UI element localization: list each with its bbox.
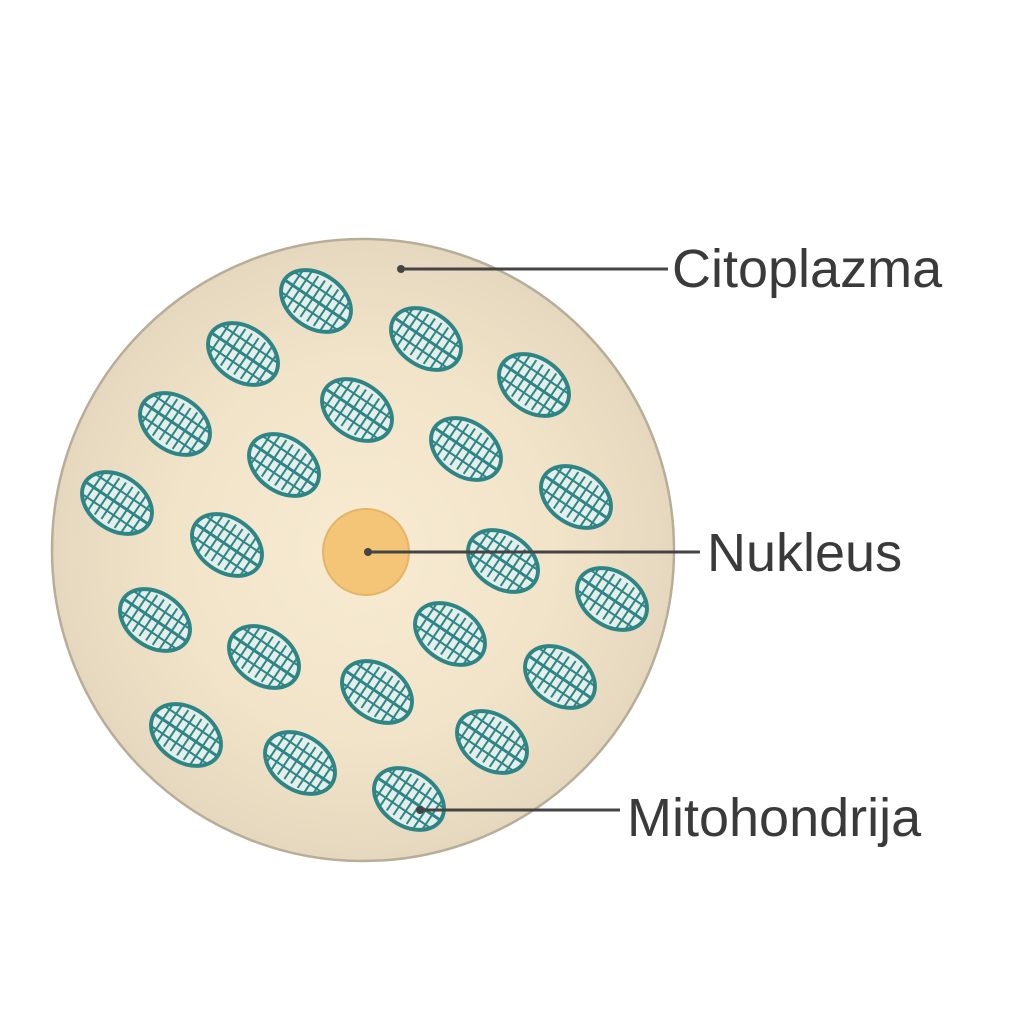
mitochondrion	[462, 526, 544, 596]
mitochondrion	[202, 319, 284, 389]
mitochondrion	[409, 599, 491, 669]
mitochondrion	[368, 764, 450, 834]
mitochondrion	[316, 375, 398, 445]
leader-lines	[364, 265, 700, 814]
mitochondrion	[425, 414, 507, 484]
mitochondrion	[259, 728, 341, 798]
mitochondrion	[519, 642, 601, 712]
mitochondrion	[451, 707, 533, 777]
mitochondrion	[186, 510, 268, 580]
mitochondrion	[493, 350, 575, 420]
mitochondrion-label: Mitohondrija	[627, 788, 922, 848]
nucleus-label: Nukleus	[707, 523, 902, 583]
mitochondrion	[76, 468, 158, 538]
cytoplasm-label: Citoplazma	[672, 239, 943, 299]
cytoplasm-leader-dot	[397, 265, 405, 273]
nucleus-leader-dot	[364, 548, 372, 556]
mitochondrion	[275, 266, 357, 336]
mitochondrion	[336, 657, 418, 727]
mitochondrion	[114, 585, 196, 655]
mitochondrion-leader-dot	[416, 806, 424, 814]
mitochondrion	[535, 462, 617, 532]
mitochondrion	[385, 304, 467, 374]
mitochondrion	[223, 622, 305, 692]
mitochondrion	[134, 389, 216, 459]
mitochondria-group	[76, 266, 653, 834]
mitochondrion	[145, 700, 227, 770]
mitochondrion	[571, 564, 653, 634]
mitochondrion	[243, 430, 325, 500]
